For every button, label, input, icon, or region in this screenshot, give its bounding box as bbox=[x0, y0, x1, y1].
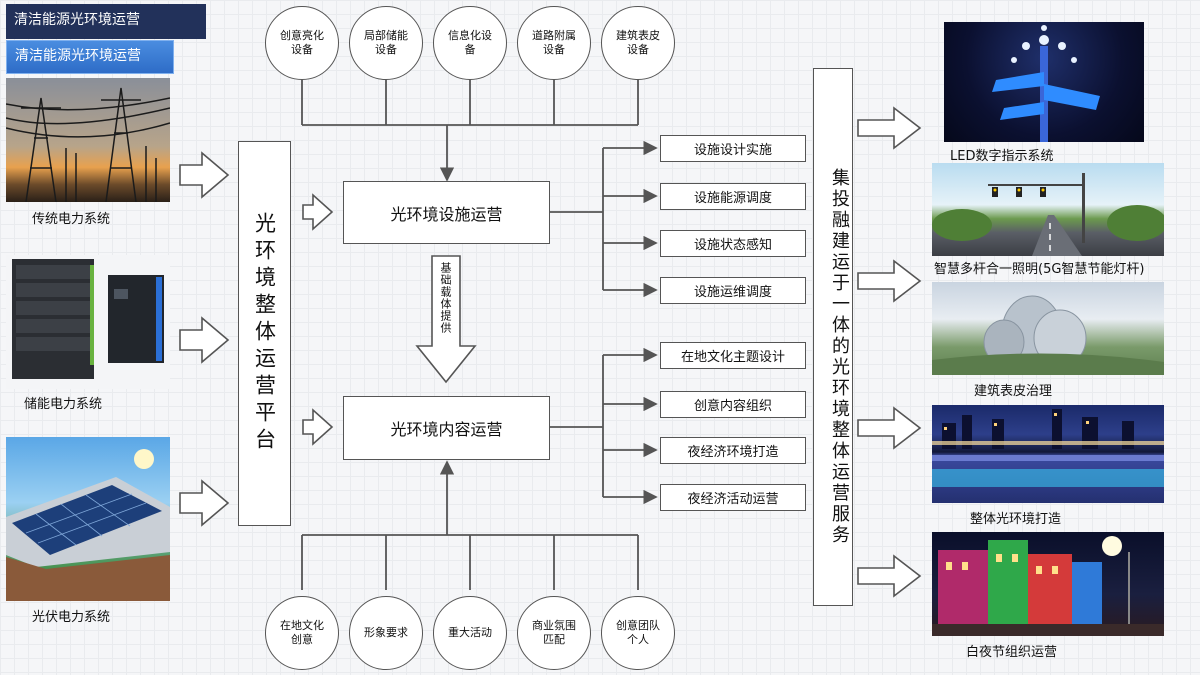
header-tag-blue: 清洁能源光环境运营 bbox=[6, 40, 174, 74]
top-input-local-storage: 局部储能设备 bbox=[349, 6, 423, 80]
output-caption-skyline: 整体光环境打造 bbox=[970, 512, 1062, 527]
facility-item: 设施状态感知 bbox=[660, 230, 806, 257]
building-facade-photo bbox=[932, 282, 1164, 375]
content-item: 夜经济活动运营 bbox=[660, 484, 806, 511]
output-caption-smart-lamp: 智慧多杆合一照明(5G智慧节能灯杆) bbox=[934, 262, 1145, 277]
bottom-input-creative-team: 创意团队个人 bbox=[601, 596, 675, 670]
bottom-input-major-events: 重大活动 bbox=[433, 596, 507, 670]
source-caption-grid: 传统电力系统 bbox=[32, 212, 111, 227]
content-item: 夜经济环境打造 bbox=[660, 437, 806, 464]
facility-item: 设施能源调度 bbox=[660, 183, 806, 210]
bottom-input-commercial-atmosphere: 商业氛围匹配 bbox=[517, 596, 591, 670]
power-grid-photo bbox=[6, 78, 170, 202]
output-caption-festival: 白夜节组织运营 bbox=[966, 645, 1058, 660]
facility-item: 设施运维调度 bbox=[660, 277, 806, 304]
bottom-input-local-culture: 在地文化创意 bbox=[265, 596, 339, 670]
output-caption-led: LED数字指示系统 bbox=[950, 149, 1054, 164]
facility-item: 设施设计实施 bbox=[660, 135, 806, 162]
night-skyline-photo bbox=[932, 405, 1164, 503]
energy-storage-cabinet-photo bbox=[6, 255, 170, 389]
source-caption-storage: 储能电力系统 bbox=[24, 397, 103, 412]
top-input-creative-lighting: 创意亮化设备 bbox=[265, 6, 339, 80]
operation-platform: 光环境整体运营平台 bbox=[238, 141, 291, 526]
facility-operation-box: 光环境设施运营 bbox=[343, 181, 550, 244]
solar-panel-roof-photo bbox=[6, 437, 170, 601]
header-tag-dark: 清洁能源光环境运营 bbox=[6, 4, 206, 39]
content-item: 在地文化主题设计 bbox=[660, 342, 806, 369]
smart-street-lamp-photo bbox=[932, 163, 1164, 256]
bottom-input-image-requirement: 形象要求 bbox=[349, 596, 423, 670]
top-input-building-skin: 建筑表皮设备 bbox=[601, 6, 675, 80]
source-caption-solar: 光伏电力系统 bbox=[32, 610, 111, 625]
top-input-informatization: 信息化设备 bbox=[433, 6, 507, 80]
content-operation-box: 光环境内容运营 bbox=[343, 396, 550, 460]
foundation-arrow-label: 基础载体提供 bbox=[439, 262, 452, 334]
led-sign-pole-photo bbox=[944, 22, 1144, 142]
top-input-road-ancillary: 道路附属设备 bbox=[517, 6, 591, 80]
integrated-service-box: 集投融建运于一体的光环境整体运营服务 bbox=[813, 68, 853, 606]
output-caption-facade: 建筑表皮治理 bbox=[974, 384, 1053, 399]
content-item: 创意内容组织 bbox=[660, 391, 806, 418]
night-festival-photo bbox=[932, 532, 1164, 636]
